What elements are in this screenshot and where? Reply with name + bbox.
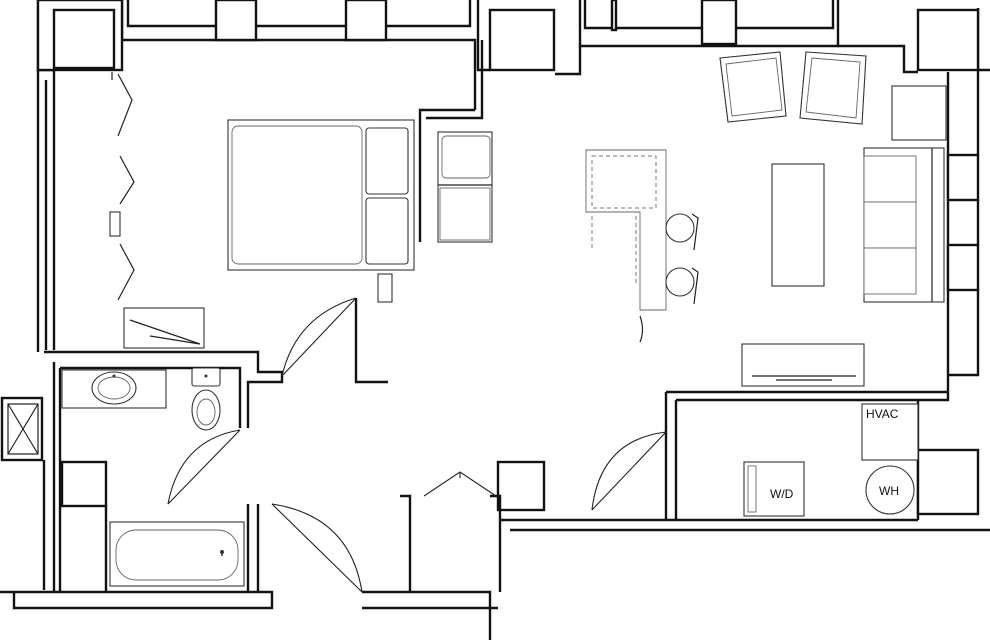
doors <box>167 297 667 593</box>
closet-bifold-doors <box>109 72 135 301</box>
interior-walls <box>44 40 948 592</box>
armchairs <box>719 51 867 125</box>
tv-console <box>741 343 865 387</box>
bed <box>227 119 415 303</box>
side-table <box>891 85 947 141</box>
wd-label: W/D <box>770 487 794 501</box>
kitchen-counter <box>437 131 493 243</box>
laundry: W/D HVAC WH <box>743 403 919 517</box>
hvac-unit <box>861 403 919 461</box>
water-heater <box>865 465 915 515</box>
hvac-label: HVAC <box>866 407 899 421</box>
coffee-table <box>771 163 825 287</box>
bathroom-fixtures <box>61 367 245 587</box>
bar-stools <box>665 213 699 305</box>
sofa <box>863 147 945 303</box>
shaft <box>0 396 44 462</box>
kitchen-island <box>585 149 667 343</box>
wh-label: WH <box>879 484 899 498</box>
dresser <box>123 307 205 349</box>
structural-columns <box>36 0 980 516</box>
